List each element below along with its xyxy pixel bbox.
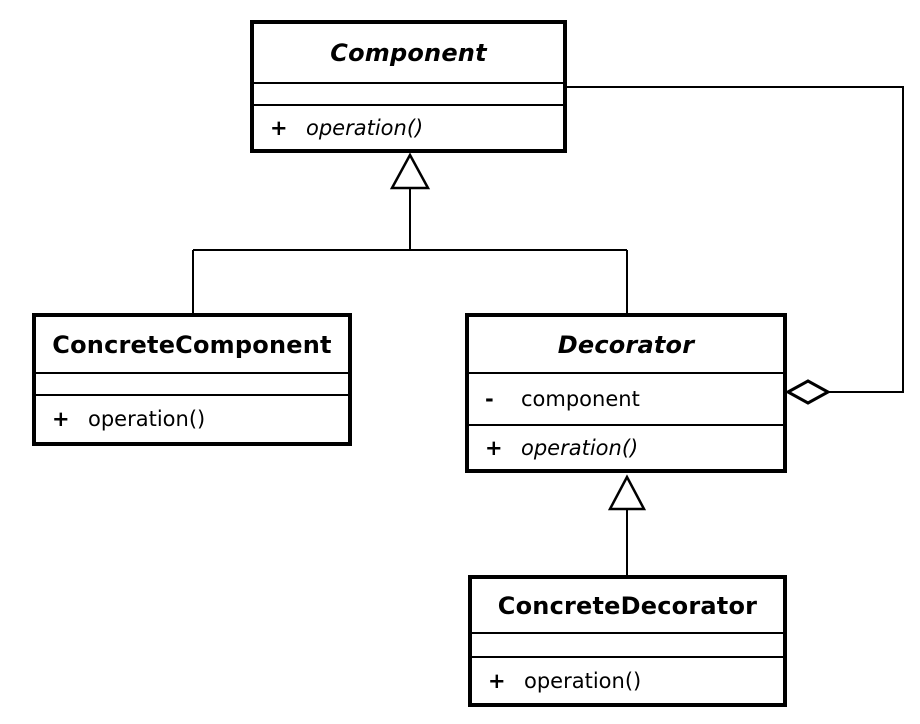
- operations-section-concrete-decorator: + operation(): [472, 656, 783, 703]
- generalization-lines-to-component: [192, 188, 628, 313]
- operation-label: operation(): [524, 668, 642, 693]
- operation-label: operation(): [306, 115, 424, 140]
- attributes-section-component: [254, 82, 563, 104]
- class-box-concrete-decorator: ConcreteDecorator + operation(): [468, 575, 787, 707]
- attribute-label: component: [521, 387, 640, 411]
- visibility-sign: -: [485, 387, 494, 411]
- visibility-sign: +: [270, 115, 288, 140]
- operation-label: operation(): [521, 435, 639, 460]
- visibility-sign: +: [485, 435, 503, 460]
- operations-section-decorator: + operation(): [469, 424, 783, 469]
- visibility-sign: +: [52, 407, 70, 431]
- class-box-decorator: Decorator - component + operation(): [465, 313, 787, 473]
- operations-section-concrete-component: + operation(): [36, 394, 348, 442]
- class-box-concrete-component: ConcreteComponent + operation(): [32, 313, 352, 446]
- attributes-section-decorator: - component: [469, 372, 783, 424]
- class-title-concrete-component: ConcreteComponent: [52, 330, 332, 359]
- visibility-sign: +: [488, 668, 506, 693]
- class-title-component: Component: [330, 39, 487, 67]
- operations-section-component: + operation(): [254, 104, 563, 149]
- generalization-arrowhead-component: [389, 152, 431, 190]
- class-title-concrete-decorator: ConcreteDecorator: [497, 591, 758, 620]
- class-box-component: Component + operation(): [250, 20, 567, 153]
- class-title-decorator: Decorator: [557, 330, 695, 359]
- attributes-section-concrete-decorator: [472, 632, 783, 656]
- attributes-section-concrete-component: [36, 372, 348, 394]
- aggregation-diamond-icon: [784, 379, 832, 405]
- generalization-arrowhead-decorator: [607, 474, 647, 511]
- operation-label: operation(): [88, 407, 206, 431]
